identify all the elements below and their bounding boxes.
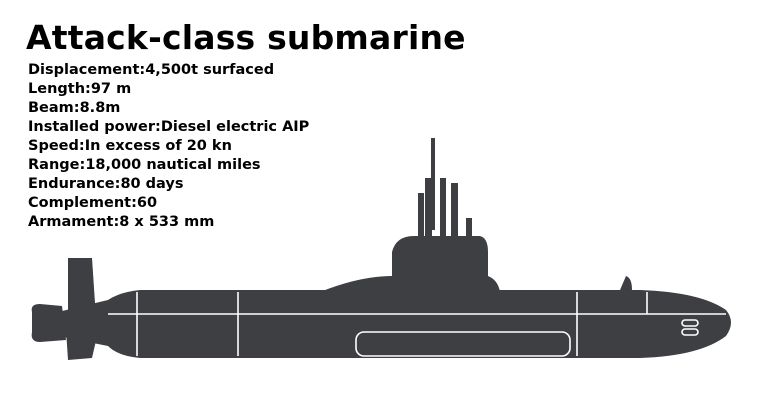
mast-left [425, 178, 432, 238]
spec-label: Length [28, 81, 86, 97]
upper-rudder [68, 258, 96, 320]
spec-label: Range [28, 157, 80, 173]
torpedo-door-lower [681, 328, 699, 336]
spec-label: Endurance [28, 176, 115, 192]
sail [392, 236, 488, 283]
spec-label: Displacement [28, 62, 140, 78]
spec-length: Length:97 m [28, 81, 132, 97]
spec-value: 8 x 533 mm [119, 214, 215, 230]
spec-label: Complement [28, 195, 132, 211]
page-title: Attack-class submarine [26, 18, 466, 57]
torpedo-door-upper [681, 319, 699, 327]
spec-value: 18,000 nautical miles [85, 157, 261, 173]
main-hull [58, 290, 731, 358]
spec-list: Displacement:4,500t surfaced Length:97 m… [28, 61, 309, 232]
spec-value: 4,500t surfaced [145, 62, 275, 78]
spec-armament: Armament:8 x 533 mm [28, 214, 215, 230]
spec-label: Armament [28, 214, 114, 230]
spec-value: 8.8m [79, 100, 121, 116]
spec-value: 60 [136, 195, 158, 211]
mast-periscope [431, 138, 435, 230]
spec-value: Diesel electric AIP [160, 119, 310, 135]
spec-endurance: Endurance:80 days [28, 176, 184, 192]
bow-fin [620, 276, 632, 290]
spec-speed: Speed:In excess of 20 kn [28, 138, 232, 154]
spec-displacement: Displacement:4,500t surfaced [28, 62, 275, 78]
stern-cap [31, 304, 67, 342]
mast-small [466, 218, 472, 238]
spec-label: Speed [28, 138, 79, 154]
spec-value: In excess of 20 kn [84, 138, 232, 154]
sail-base [320, 276, 500, 292]
mast-rear [418, 193, 424, 238]
spec-label: Beam [28, 100, 74, 116]
mast-right [451, 183, 458, 238]
mast-mid [440, 178, 446, 238]
spec-installed-power: Installed power:Diesel electric AIP [28, 119, 310, 135]
spec-complement: Complement:60 [28, 195, 158, 211]
spec-range: Range:18,000 nautical miles [28, 157, 261, 173]
spec-value: 97 m [90, 81, 132, 97]
spec-label: Installed power [28, 119, 155, 135]
spec-beam: Beam:8.8m [28, 100, 121, 116]
spec-value: 80 days [120, 176, 184, 192]
flank-array [355, 331, 571, 357]
